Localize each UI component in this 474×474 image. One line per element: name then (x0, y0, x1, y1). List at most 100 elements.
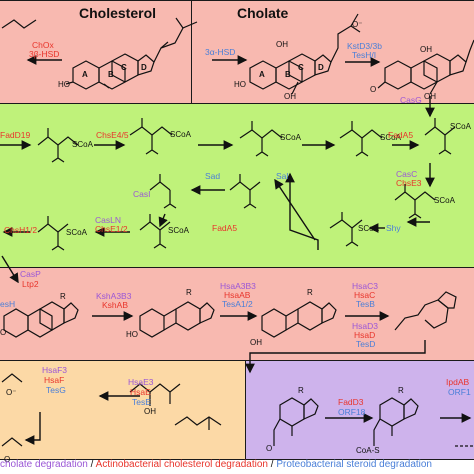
legend-proteobacterial: Proteobacterial steroid degradation (276, 459, 432, 470)
legend-cholate: cholate degradation (0, 459, 88, 470)
atom-ho-ring: HO (126, 330, 138, 339)
cholesterol-structure (65, 17, 198, 90)
scoa-intermediate-4 (339, 129, 383, 139)
ring-label-b-cholate: B (285, 70, 291, 79)
atom-o-keto: O (370, 85, 377, 94)
enzyme-hsad3: HsaD3 (352, 321, 378, 331)
atom-oh-catechol: OH (250, 338, 262, 347)
enzyme-teshi: TesH/I (352, 50, 377, 60)
atom-oh-cholate-2: OH (284, 92, 296, 101)
atom-scoa-1: SCoA (72, 140, 93, 149)
legend-separator-2: / (268, 459, 277, 470)
atom-r-2: R (186, 288, 192, 297)
androstadienedione-structure (3, 301, 79, 338)
enoyl-intermediate (394, 191, 436, 201)
ring-label-a-cholate: A (259, 70, 265, 79)
panel-hip-pathway (245, 360, 474, 460)
hydroxylated-seco-structure (139, 301, 215, 338)
catechol-seco-structure (261, 301, 337, 338)
atom-oh-cholate-1: OH (276, 40, 288, 49)
enzyme-fada5-a: FadA5 (388, 130, 414, 140)
enzyme-casc: CasC (396, 169, 418, 179)
panel-ring-degradation (0, 267, 474, 361)
atom-o-minus-bl: O⁻ (6, 388, 17, 397)
enzyme-orf1: ORF1 (448, 387, 471, 397)
atom-r-1: R (60, 292, 66, 301)
enzyme-casp: CasP (20, 269, 41, 279)
enzyme-chse45: ChsE4/5 (96, 130, 129, 140)
enzyme-3a-hsd: 3α-HSD (205, 47, 236, 57)
enzyme-orf18: ORF18 (338, 407, 366, 417)
arrow-hsaf (24, 412, 41, 445)
ring-label-a: A (82, 70, 88, 79)
atom-scoa-3: SCoA (280, 133, 301, 142)
enzyme-chse12: ChsE1/2 (95, 224, 128, 234)
enzyme-fadd19: FadD19 (0, 130, 31, 140)
enzyme-fada5-b: FadA5 (212, 223, 238, 233)
enzyme-hsaab: HsaAB (224, 290, 251, 300)
arrow-casi (158, 213, 168, 228)
enzyme-hsae: HsaE (130, 387, 151, 397)
atom-oh-bl: OH (144, 407, 156, 416)
enzyme-casi: CasI (133, 189, 151, 199)
atom-r-3: R (307, 288, 313, 297)
enzyme-chse3: ChsE3 (396, 178, 422, 188)
enzyme-tesd: TesD (356, 339, 376, 349)
enzyme-tesa: TesA1/2 (222, 299, 253, 309)
enzyme-hsac3: HsaC3 (352, 281, 378, 291)
title-cholate: Cholate (237, 5, 289, 21)
legend: cholate degradation / Actinobacterial ch… (0, 459, 432, 470)
atom-ho-cholate: HO (234, 80, 246, 89)
scoa-intermediate-2 (129, 126, 173, 136)
enzyme-tesb: TesB (356, 299, 375, 309)
hip-intermediate-2 (373, 397, 419, 446)
ring-label-d-cholate: D (318, 63, 324, 72)
cholate-structure (249, 13, 361, 95)
scoa-intermediate-5 (424, 126, 456, 136)
atom-scoa-4: SCoA (380, 133, 401, 142)
atom-oh-keto-2: OH (424, 92, 436, 101)
atom-r-hip-2: R (398, 386, 404, 395)
atom-scoa-5: SCoA (450, 122, 471, 131)
atom-r-hip-1: R (298, 386, 304, 395)
enzyme-chox: ChOx (32, 40, 54, 50)
pyruvate-intermediate (149, 181, 171, 191)
atom-ho-cholesterol: HO (58, 80, 70, 89)
enzyme-casln: CasLN (95, 215, 121, 225)
enzyme-tesg: TesG (46, 385, 66, 395)
panel-cholesterol (0, 0, 192, 104)
atom-o-minus-cholate: O⁻ (352, 20, 363, 29)
enzyme-sad: Sad (205, 171, 221, 181)
enzyme-chsh12: ChsH1/2 (4, 225, 38, 235)
enzyme-kstd: KstD3/3b (347, 41, 382, 51)
atom-o-ring-1: O (0, 328, 7, 337)
legend-separator-1: / (87, 459, 96, 470)
ring-label-d: D (141, 63, 147, 72)
enzyme-casg: CasG (400, 95, 422, 105)
enzyme-kshab: KshAB (102, 300, 128, 310)
enzyme-esh: esH (0, 299, 16, 309)
enzyme-ltp2: Ltp2 (22, 279, 39, 289)
atom-scoa-7: SCoA (358, 224, 379, 233)
atom-coa-s: CoA-S (356, 446, 380, 455)
atom-scoa-2: SCoA (170, 130, 191, 139)
panel-proteobacterial-lower (0, 360, 246, 460)
enzyme-hsad: HsaD (354, 330, 376, 340)
enzyme-hsaa: HsaA3B3 (220, 281, 256, 291)
legend-actinobacterial: Actinobacterial cholesterol degradation (95, 459, 268, 470)
panel-side-chain-degradation (0, 103, 474, 268)
scoa-intermediate-7 (37, 223, 69, 233)
atom-o-bl: O (4, 455, 11, 464)
meta-cleavage-product-structure (394, 291, 457, 331)
arrow-to-ring-panel (1, 255, 19, 284)
enzyme-hsaf: HsaF (44, 375, 65, 385)
panel-cholate (191, 0, 474, 104)
arrow-to-hip (245, 340, 426, 374)
enzyme-hsac: HsaC (354, 290, 376, 300)
enzyme-tese: TesE (132, 397, 151, 407)
enzyme-3b-hsd: 3β-HSD (29, 49, 60, 59)
ring-label-c-cholate: C (298, 63, 304, 72)
ring-label-b: B (108, 70, 114, 79)
hip-intermediate-1 (273, 397, 319, 446)
